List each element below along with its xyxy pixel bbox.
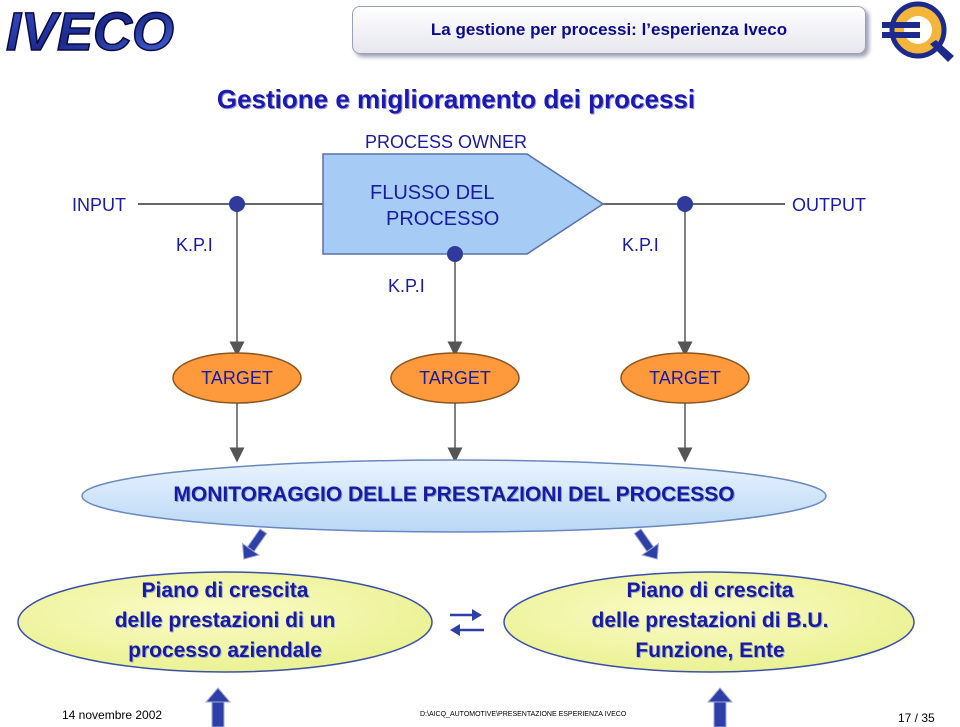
monitoring-label: MONITORAGGIO DELLE PRESTAZIONI DEL PROCE…	[173, 483, 735, 506]
kpi-label: K.P.I	[176, 235, 213, 255]
kpi-dot	[447, 246, 463, 262]
kpi-label: K.P.I	[388, 276, 425, 296]
kpi-label: K.P.I	[622, 235, 659, 255]
target-label: TARGET	[419, 368, 491, 388]
down-right-block-arrow	[633, 528, 660, 560]
kpi-dot	[677, 196, 693, 212]
plan-right-text: Piano di crescita delle prestazioni di B…	[525, 576, 895, 666]
plan-ellipse-left	[17, 571, 433, 673]
footer-page: 17 / 35	[898, 711, 935, 725]
kpi-dot	[229, 196, 245, 212]
plan-left-line: delle prestazioni di un	[114, 609, 336, 632]
plan-ellipse-right	[503, 571, 915, 673]
plan-right-line: Piano di crescita	[626, 579, 794, 602]
output-label: OUTPUT	[792, 195, 866, 215]
logo-text: IVECO	[6, 2, 174, 60]
plan-right-line: delle prestazioni di B.U.	[591, 609, 829, 632]
up-block-arrow	[204, 687, 232, 727]
iveco-logo: IVECO	[5, 2, 175, 60]
header-banner: La gestione per processi: l’esperienza I…	[352, 6, 866, 54]
header-title: La gestione per processi: l’esperienza I…	[430, 20, 788, 39]
process-owner-label: PROCESS OWNER	[365, 132, 528, 152]
flow-label-line: PROCESSO	[386, 208, 500, 230]
flow-label: FLUSSO DEL PROCESSO	[370, 180, 520, 232]
plan-left-line: Piano di crescita	[141, 579, 309, 602]
exchange-arrows-icon	[450, 609, 484, 636]
down-left-block-arrow	[241, 528, 268, 560]
flow-shape	[322, 153, 605, 255]
target-label: TARGET	[649, 368, 721, 388]
plan-left-line: processo aziendale	[128, 639, 322, 662]
quality-emblem-icon	[882, 1, 954, 62]
flow-label-line: FLUSSO DEL	[370, 182, 495, 204]
plan-left-text: Piano di crescita delle prestazioni di u…	[40, 576, 410, 666]
footer-path: D:\AICQ_AUTOMOTIVE\PRESENTAZIONE ESPERIE…	[420, 711, 627, 718]
target-label: TARGET	[201, 368, 273, 388]
up-block-arrow	[706, 687, 734, 727]
monitoring-ellipse	[81, 459, 827, 533]
plan-right-line: Funzione, Ente	[635, 639, 785, 662]
footer-date: 14 novembre 2002	[62, 708, 163, 722]
page-title: Gestione e miglioramento dei processi	[216, 84, 696, 114]
input-label: INPUT	[72, 195, 126, 215]
